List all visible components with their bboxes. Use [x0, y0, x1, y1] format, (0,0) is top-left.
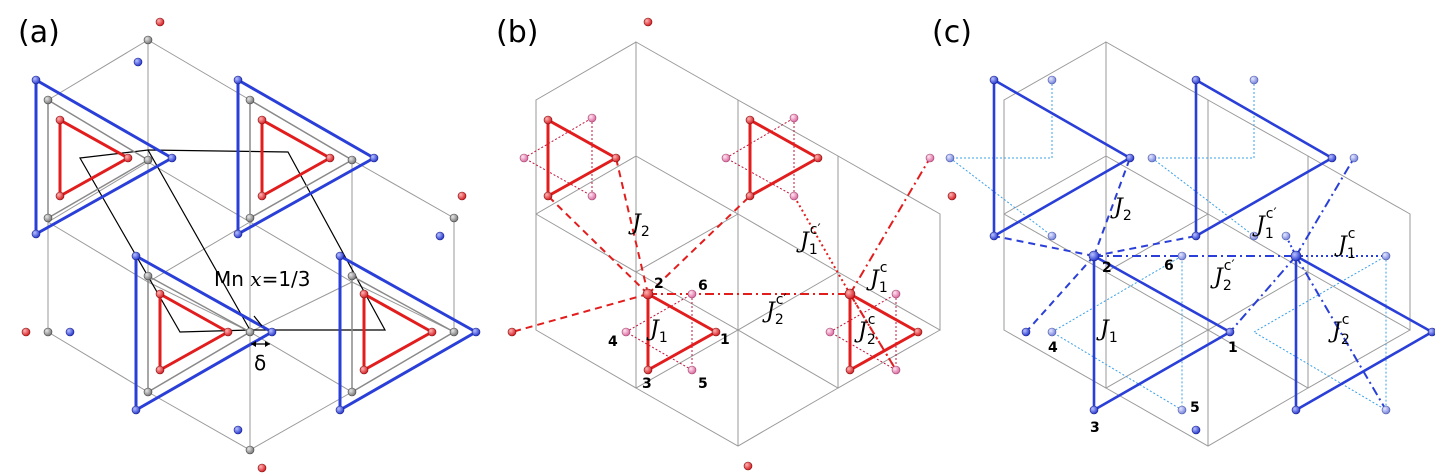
panel-c-label: (c) — [932, 15, 972, 50]
panel-b-site-numbers: 1 2 3 4 5 6 — [608, 276, 730, 392]
panel-b-exchange-paths — [511, 157, 931, 371]
delta-label: δ — [254, 351, 266, 375]
mn-position-label: Mn x=1/3 — [214, 267, 311, 291]
label-j1c-b: J1c — [866, 260, 888, 296]
svg-text:6: 6 — [698, 278, 708, 294]
panel-c-atoms — [945, 75, 1435, 435]
panel-c-coupling-labels: J2 J1 J1c′ J1c J2c′ J2c — [1096, 195, 1356, 348]
svg-text:1: 1 — [1228, 340, 1238, 356]
delta-arrow — [251, 341, 270, 347]
panel-a-blue-triangles — [34, 78, 478, 412]
label-j1c-c: J1c — [1334, 226, 1356, 262]
panel-b-grid — [535, 41, 941, 447]
label-j2c-b: J2c — [854, 312, 876, 348]
label-j2-b: J2 — [628, 211, 650, 240]
label-j1cp-c: J1c′ — [1252, 206, 1277, 242]
panel-a: (a) — [18, 15, 481, 473]
mn-pointer-line — [253, 315, 263, 327]
panel-c-blue-triangles — [992, 78, 1434, 412]
panel-a-atoms — [21, 17, 481, 473]
panel-b-dotted-triangles — [522, 117, 897, 371]
svg-text:3: 3 — [642, 376, 652, 392]
label-j2c-c: J2c — [1328, 312, 1350, 348]
svg-text:2: 2 — [654, 276, 664, 292]
svg-text:6: 6 — [1164, 258, 1174, 274]
panel-b-atoms — [507, 17, 957, 471]
label-j1-c: J1 — [1096, 317, 1118, 346]
panel-a-label: (a) — [18, 15, 60, 50]
label-j1-b: J1 — [646, 317, 668, 346]
label-j1cp-b: J1c′ — [796, 222, 821, 258]
unit-cell-a-right — [147, 149, 387, 331]
svg-text:5: 5 — [1190, 400, 1200, 416]
svg-text:2: 2 — [1102, 260, 1112, 276]
svg-text:4: 4 — [1048, 340, 1058, 356]
panel-c: (c) — [932, 15, 1435, 447]
label-j2-c: J2 — [1110, 195, 1132, 224]
panel-a-inner-gray-triangles — [47, 98, 456, 394]
panel-b: (b) — [496, 15, 957, 471]
svg-text:4: 4 — [608, 334, 618, 350]
panel-b-coupling-labels: J2 J1 J1c′ J1c J2c′ J2c — [628, 211, 888, 348]
label-j2cp-c: J2c′ — [1210, 258, 1235, 294]
panel-b-label: (b) — [496, 15, 538, 50]
svg-text:1: 1 — [720, 332, 730, 348]
panel-c-dotted-triangles — [948, 80, 1387, 411]
panel-c-site-numbers: 1 2 3 4 5 6 — [1048, 258, 1238, 436]
label-j2cp-b: J2c′ — [762, 292, 787, 328]
svg-text:5: 5 — [698, 376, 708, 392]
panel-a-red-triangles — [58, 118, 434, 372]
panel-c-exchange-paths — [993, 157, 1387, 411]
svg-text:3: 3 — [1090, 420, 1100, 436]
panel-c-grid — [1003, 41, 1411, 447]
panel-b-red-triangles — [546, 118, 920, 372]
